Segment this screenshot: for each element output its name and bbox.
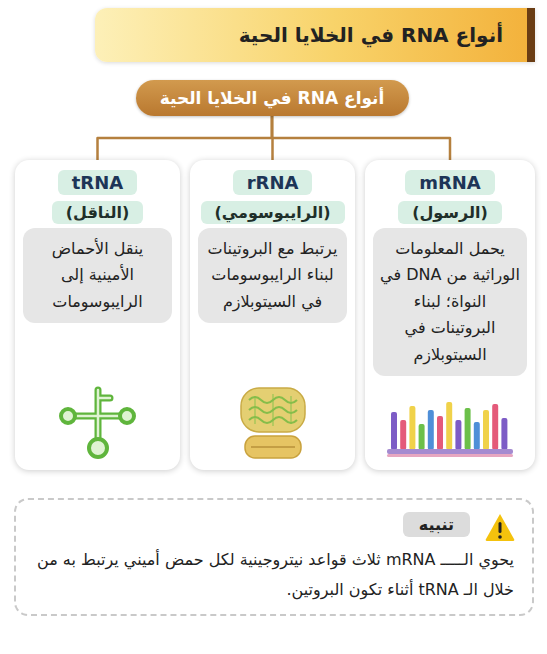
description-box: ينقل الأحماض الأمينية إلى الرايبوسومات xyxy=(23,228,172,323)
mrna-illustration xyxy=(385,386,515,460)
description-text: ينقل الأحماض الأمينية إلى الرايبوسومات xyxy=(29,236,166,315)
trna-illustration xyxy=(56,386,140,460)
note-box: تنبيه يحوي الـــــ mRNA ثلاث قواعد نيتروج… xyxy=(14,498,534,616)
description-text: يرتبط مع البروتينات لبناء الرايبوسومات ف… xyxy=(204,236,341,315)
description-box: يحمل المعلومات الوراثية من DNA في النواة… xyxy=(373,228,527,376)
type-subtitle: (الرايبوسومي) xyxy=(201,201,345,224)
tree-connector xyxy=(98,116,273,160)
tree-connector xyxy=(272,116,450,160)
rna-type-card: rRNA (الرايبوسومي) يرتبط مع البروتينات لبن… xyxy=(190,160,355,470)
type-name: tRNA xyxy=(58,170,137,195)
ribosome-illustration xyxy=(233,386,313,460)
note-heading: تنبيه xyxy=(403,512,470,537)
note-body: يحوي الـــــ mRNA ثلاث قواعد نيتروجينية … xyxy=(34,545,514,604)
type-subtitle: (الناقل) xyxy=(52,201,143,224)
description-box: يرتبط مع البروتينات لبناء الرايبوسومات ف… xyxy=(198,228,347,323)
description-text: يحمل المعلومات الوراثية من DNA في النواة… xyxy=(379,236,521,368)
rna-type-card: mRNA (الرسول) يحمل المعلومات الوراثية من D… xyxy=(365,160,535,470)
root-label: أنواع RNA في الخلايا الحية xyxy=(158,80,387,116)
type-name: mRNA xyxy=(405,170,495,195)
title-banner: أنواع RNA في الخلايا الحية xyxy=(95,8,535,62)
root-pill: أنواع RNA في الخلايا الحية xyxy=(136,80,409,116)
type-name: rRNA xyxy=(233,170,313,195)
rna-type-card: tRNA (الناقل) ينقل الأحماض الأمينية إلى ال… xyxy=(15,160,180,470)
type-subtitle: (الرسول) xyxy=(398,201,502,224)
warning-icon xyxy=(484,512,516,542)
